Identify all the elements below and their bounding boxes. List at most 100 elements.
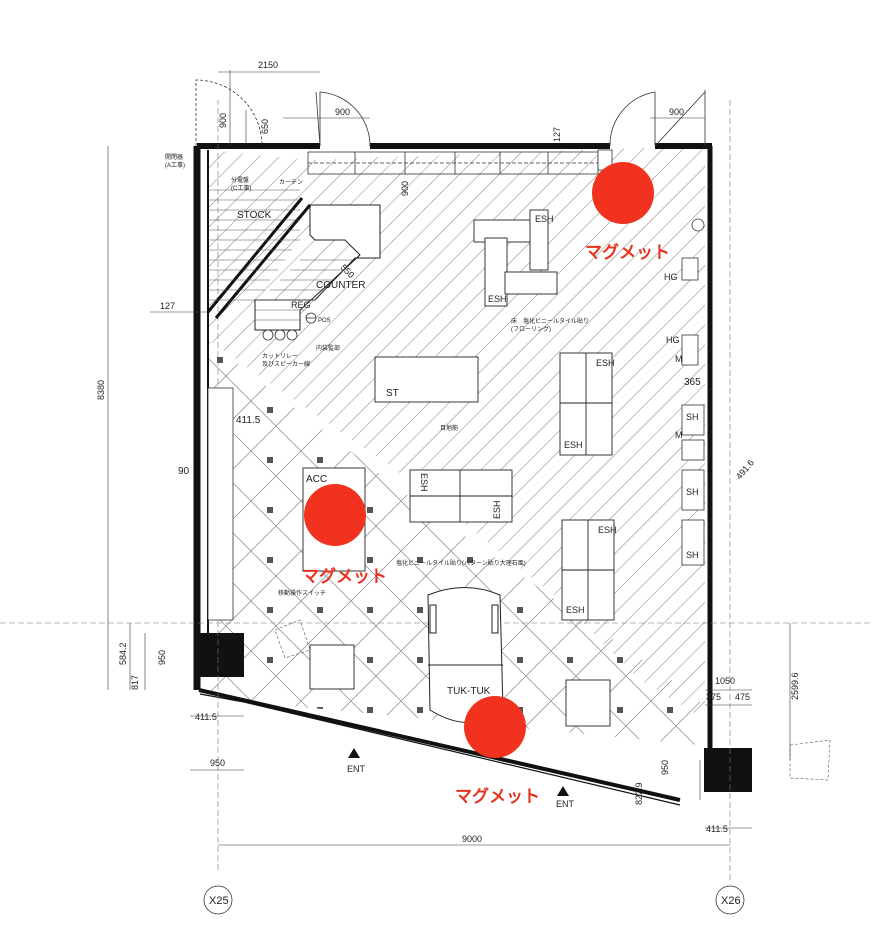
- ent-label-left: ENT: [347, 764, 366, 774]
- m-label-1: M: [675, 354, 683, 364]
- magnet-marker-1: [592, 162, 654, 224]
- st-label: ST: [386, 388, 399, 399]
- dim-door-left: 900: [335, 107, 350, 117]
- dim-inner-4115: 411.5: [236, 415, 261, 426]
- tuktuk-label: TUK-TUK: [447, 686, 491, 697]
- grid-label-x25: X25: [209, 895, 229, 907]
- dim-90: 90: [178, 466, 190, 477]
- esh-label-4: ESH: [564, 440, 583, 450]
- counter-label: COUNTER: [316, 280, 365, 291]
- column-left: [196, 633, 244, 677]
- dim-bottom-4115-right: 411.5: [706, 824, 728, 834]
- stock-label: STOCK: [237, 210, 272, 221]
- note-kaiheiki: 開閉器: [165, 154, 183, 161]
- dim-left-900: 900: [218, 113, 228, 128]
- right-small-boxes: [681, 218, 705, 366]
- note-switch: 移動操作スイッチ: [278, 589, 326, 597]
- dim-365: 365: [684, 377, 701, 388]
- dim-door-right: 900: [669, 107, 684, 117]
- note-bunden: 分電盤: [231, 176, 249, 184]
- left-wall-shelf: [207, 387, 234, 621]
- esh-block-right-2: [561, 519, 615, 621]
- display-table-left: [309, 644, 355, 690]
- magnet-labels: マグメット マグメット マグメット: [302, 242, 670, 807]
- dim-1050: 1050: [715, 676, 735, 686]
- dim-817: 817: [130, 675, 140, 690]
- counter: [254, 204, 381, 331]
- dim-475: 475: [735, 692, 750, 702]
- dim-375: 375: [706, 692, 721, 702]
- dim-bottom-4115-left: 411.5: [195, 712, 217, 722]
- note-floor-3: 塩化ビニールタイル貼り(パターン貼り大理石風): [396, 559, 526, 567]
- door-swings: [195, 79, 706, 147]
- ent-label-right: ENT: [556, 799, 575, 809]
- magnet-label-2: マグメット: [302, 566, 387, 587]
- note-naisou: 内装監部: [316, 344, 340, 352]
- dim-8229: 822.9: [634, 782, 644, 805]
- room-labels: STOCK COUNTER REG POS ST ACC TUK-TUK ENT…: [237, 210, 699, 809]
- dim-inner-900: 900: [400, 181, 410, 196]
- esh-label-8: ESH: [566, 605, 585, 615]
- esh-block-center: [409, 469, 513, 523]
- magnet-marker-3: [464, 696, 526, 758]
- entrance-arrow-left: [348, 748, 360, 758]
- note-c-koji: (C工事): [231, 184, 251, 192]
- dim-9000: 9000: [462, 834, 482, 844]
- reg-label: REG: [291, 300, 311, 310]
- grid-bubble-x25: [203, 885, 233, 915]
- magnet-label-1: マグメット: [585, 242, 670, 263]
- grid-bubble-x26: [715, 885, 745, 915]
- esh-label-6: ESH: [492, 500, 502, 519]
- dim-left-127: 127: [160, 301, 175, 311]
- esh-label-1: ESH: [535, 214, 554, 224]
- esh-label-7: ESH: [598, 525, 617, 535]
- note-floor-2: (フローリング): [511, 325, 551, 333]
- esh-label-3: ESH: [596, 358, 615, 368]
- sh-label-3: SH: [686, 550, 699, 560]
- dim-right-950: 950: [660, 760, 670, 775]
- magnet-marker-2: [304, 484, 366, 546]
- dim-950: 950: [157, 650, 167, 665]
- note-a-koji: (A工事): [165, 161, 185, 169]
- sh-label-2: SH: [686, 487, 699, 497]
- outer-walls: [193, 143, 713, 806]
- stair-diagonal: [206, 197, 312, 319]
- esh-table-cluster: [473, 209, 558, 307]
- esh-block-right-1: [559, 352, 613, 456]
- dim-25996: 2599.6: [790, 672, 800, 700]
- notes: 開閉器 (A工事) 分電盤 (C工事) カーテン 床 塩化ビニールタイル貼り (…: [165, 154, 589, 597]
- pos-devices: [262, 312, 317, 341]
- entrance-arrow-right: [557, 786, 569, 796]
- note-cutrail-1: カットリレー: [262, 353, 298, 360]
- note-curtain: カーテン: [279, 179, 303, 186]
- pos-label: POS: [318, 318, 331, 324]
- dashed-boxes: [274, 619, 831, 781]
- sh-label-1: SH: [686, 412, 699, 422]
- dim-bottom-950: 950: [210, 758, 225, 768]
- dim-8380: 8380: [96, 380, 106, 400]
- note-hyoji: 目地筋: [440, 424, 458, 432]
- hg-label-1: HG: [664, 272, 678, 282]
- counter-stairs: [255, 259, 352, 321]
- acc-label: ACC: [306, 474, 327, 485]
- column-right: [704, 748, 752, 792]
- esh-label-2: ESH: [488, 294, 507, 304]
- dim-2150: 2150: [258, 60, 278, 70]
- note-cutrail-2: 及びスピーカー線: [262, 360, 310, 368]
- stair-treads: [208, 189, 300, 301]
- display-table-right: [565, 679, 611, 727]
- dim-4916: 491.6: [734, 458, 756, 482]
- dimension-lines: [107, 70, 791, 846]
- grid-label-x26: X26: [721, 895, 741, 907]
- magnet-label-3: マグメット: [455, 786, 540, 807]
- m-label-2: M: [675, 430, 683, 440]
- dim-5842: 584.2: [118, 642, 128, 665]
- dim-top-127: 127: [552, 127, 562, 142]
- hg-label-2: HG: [666, 335, 680, 345]
- st-table: [374, 356, 479, 403]
- dim-left-650: 650: [260, 119, 270, 134]
- note-floor-1: 床 塩化ビニールタイル貼り: [511, 317, 589, 325]
- right-wall-shelves: [681, 404, 705, 566]
- esh-label-5: ESH: [419, 473, 429, 492]
